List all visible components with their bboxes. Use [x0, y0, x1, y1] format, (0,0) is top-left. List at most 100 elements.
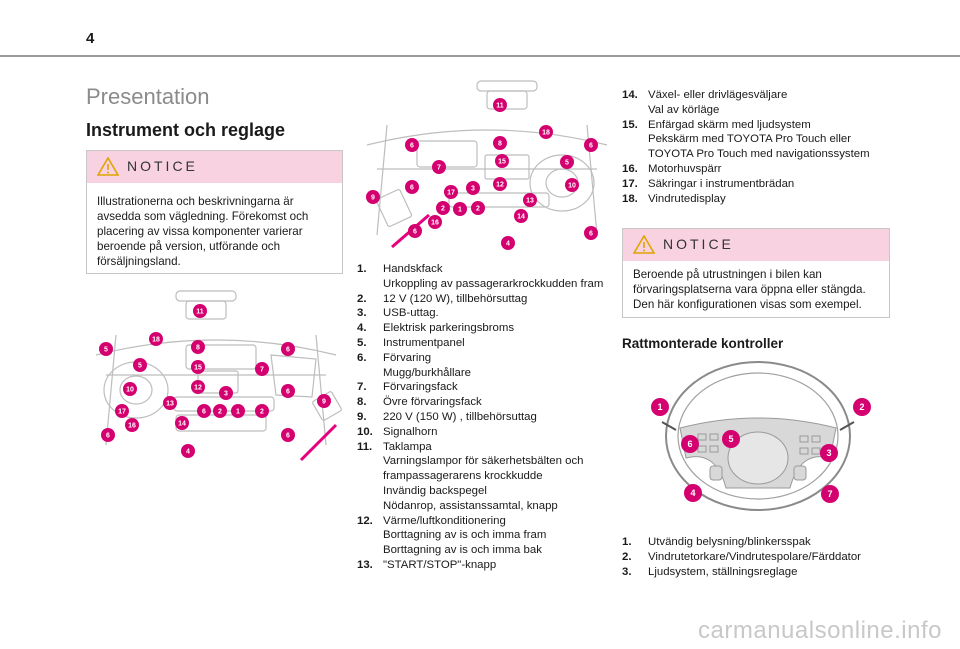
- callout-badge: 15: [495, 154, 509, 168]
- list-item: 5.Instrumentpanel: [357, 336, 465, 349]
- notice-box-illustrations: NOTICE Illustrationerna och beskrivninga…: [86, 150, 343, 274]
- callout-badge: 5: [722, 430, 740, 448]
- notice-label: NOTICE: [127, 158, 198, 174]
- svg-text:12: 12: [496, 182, 504, 189]
- callout-badge: 5: [99, 342, 113, 356]
- notice-line: försäljningsland.: [97, 255, 181, 268]
- dashboard-illustration-lhd: 11 18 8 5 15 5 7 6 10 12 3 6 9 17 16 13 …: [86, 285, 344, 463]
- callout-badge: 6: [405, 138, 419, 152]
- callout-badge: 18: [539, 125, 553, 139]
- svg-text:4: 4: [506, 241, 510, 248]
- list-item: 9.220 V (150 W) , tillbehörsuttag: [357, 410, 537, 423]
- warning-icon: [97, 157, 119, 176]
- callout-badge: 5: [133, 358, 147, 372]
- callout-badge: 6: [584, 138, 598, 152]
- watermark: carmanualsonline.info: [698, 617, 942, 644]
- svg-text:8: 8: [498, 141, 502, 148]
- callout-badge: 8: [191, 340, 205, 354]
- list-item: 4.Elektrisk parkeringsbroms: [357, 322, 515, 335]
- svg-text:5: 5: [138, 363, 142, 370]
- notice-box-storage: NOTICE Beroende på utrustningen i bilen …: [622, 228, 890, 318]
- svg-text:2: 2: [859, 402, 864, 412]
- list-item: 8.Övre förvaringsfack: [357, 396, 482, 409]
- callout-badge: 17: [444, 185, 458, 199]
- svg-text:6: 6: [286, 389, 290, 396]
- header-rule: [0, 55, 960, 57]
- callout-badge: 10: [565, 178, 579, 192]
- callout-badge: 11: [193, 304, 207, 318]
- warning-icon: [633, 235, 655, 254]
- svg-text:4: 4: [186, 449, 190, 456]
- notice-line: placering av vissa komponenter varierar: [97, 225, 303, 238]
- svg-text:17: 17: [447, 190, 455, 197]
- steering-wheel-illustration: 1 2 6 5 3 4 7: [640, 358, 880, 518]
- svg-text:6: 6: [589, 143, 593, 150]
- svg-text:6: 6: [106, 433, 110, 440]
- svg-text:9: 9: [371, 195, 375, 202]
- svg-text:3: 3: [471, 186, 475, 193]
- callout-badge: 6: [197, 404, 211, 418]
- callout-badge: 9: [366, 190, 380, 204]
- callout-badge: 6: [101, 428, 115, 442]
- svg-text:2: 2: [260, 409, 264, 416]
- callout-badge: 16: [125, 418, 139, 432]
- callout-badge: 6: [408, 224, 422, 238]
- callout-badge: 3: [219, 386, 233, 400]
- svg-text:10: 10: [568, 183, 576, 190]
- svg-text:5: 5: [728, 434, 733, 444]
- notice-label: NOTICE: [663, 236, 734, 252]
- svg-text:9: 9: [322, 399, 326, 406]
- svg-text:6: 6: [589, 231, 593, 238]
- svg-text:3: 3: [224, 391, 228, 398]
- svg-text:16: 16: [128, 423, 136, 430]
- page-number: 4: [86, 30, 95, 47]
- callout-badge: 2: [255, 404, 269, 418]
- svg-text:5: 5: [104, 347, 108, 354]
- steering-controls-list: 1.Utvändig belysning/blinkersspak 2.Vind…: [622, 535, 902, 579]
- svg-text:17: 17: [118, 409, 126, 416]
- callout-badge: 7: [432, 160, 446, 174]
- list-item: 3.Ljudsystem, ställningsreglage: [622, 565, 798, 578]
- notice-header: NOTICE: [87, 151, 342, 183]
- callout-badge: 11: [493, 98, 507, 112]
- svg-text:3: 3: [826, 448, 831, 458]
- svg-text:15: 15: [194, 365, 202, 372]
- svg-text:18: 18: [152, 337, 160, 344]
- svg-text:1: 1: [458, 207, 462, 214]
- callout-badge: 15: [191, 360, 205, 374]
- list-item: 2.12 V (120 W), tillbehörsuttag: [357, 292, 528, 305]
- callout-badge: 6: [584, 226, 598, 240]
- list-item: 18.Vindrutedisplay: [622, 192, 726, 205]
- svg-text:6: 6: [410, 185, 414, 192]
- notice-text: Illustrationerna och beskrivningarna är …: [87, 183, 342, 277]
- svg-text:7: 7: [827, 489, 832, 499]
- callout-badge: 6: [281, 342, 295, 356]
- callout-badge: 4: [181, 444, 195, 458]
- subsection-title: Instrument och reglage: [86, 120, 286, 140]
- list-item: 10.Signalhorn: [357, 425, 438, 438]
- notice-line: avsedda som vägledning. Förekomst och: [97, 210, 309, 223]
- svg-text:1: 1: [236, 409, 240, 416]
- callout-badge: 6: [405, 180, 419, 194]
- callout-badge: 2: [213, 404, 227, 418]
- svg-text:11: 11: [496, 103, 504, 110]
- callout-badge: 14: [175, 416, 189, 430]
- svg-text:1: 1: [657, 402, 662, 412]
- callout-badge: 17: [115, 404, 129, 418]
- notice-line: Den här konfigurationen visas som exempe…: [633, 298, 862, 311]
- callout-badge: 8: [493, 136, 507, 150]
- callout-badge: 12: [493, 177, 507, 191]
- svg-text:7: 7: [260, 367, 264, 374]
- callout-badge: 7: [821, 485, 839, 503]
- callout-badge: 6: [281, 384, 295, 398]
- callout-badge: 3: [466, 181, 480, 195]
- svg-text:15: 15: [498, 159, 506, 166]
- list-item: 13."START/STOP"-knapp: [357, 558, 497, 571]
- svg-text:6: 6: [286, 433, 290, 440]
- svg-text:7: 7: [437, 165, 441, 172]
- svg-text:6: 6: [410, 143, 414, 150]
- svg-text:18: 18: [542, 130, 550, 137]
